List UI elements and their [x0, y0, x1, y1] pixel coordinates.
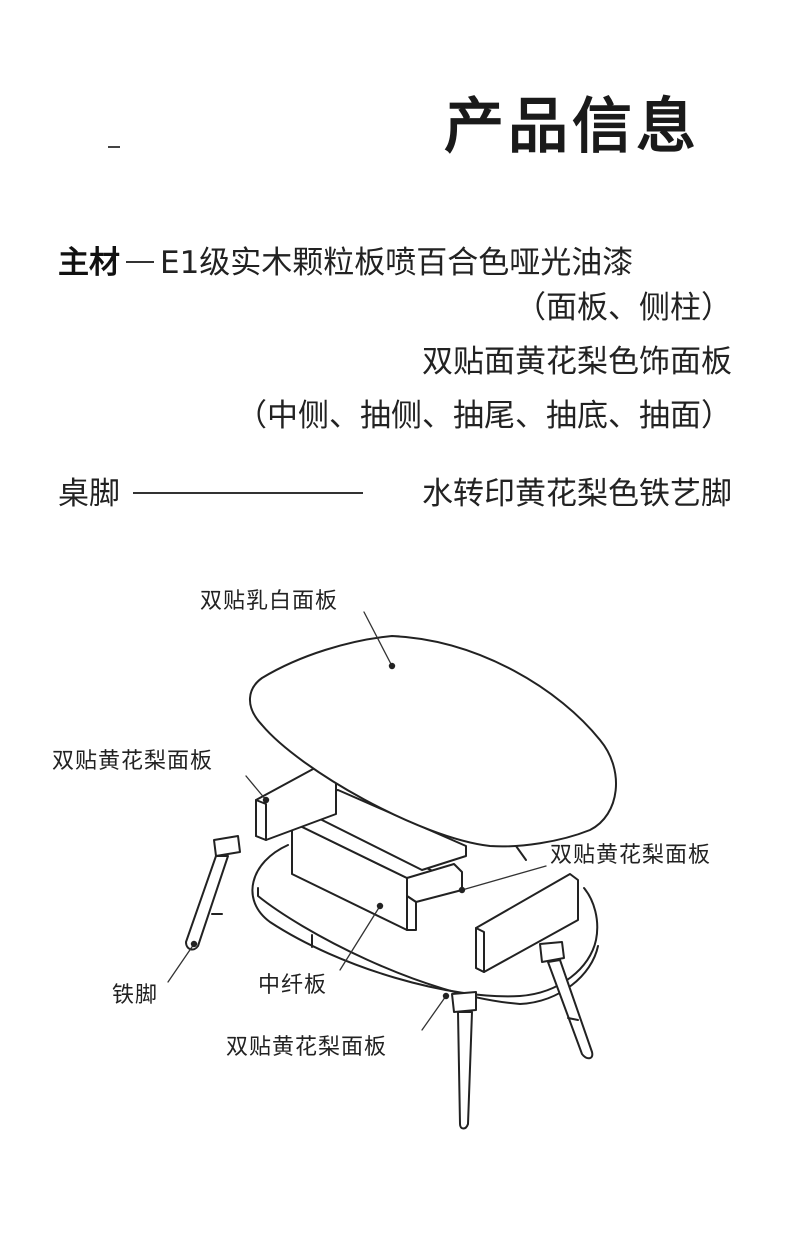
iron-leg-left	[185, 855, 229, 951]
marker-iron-leg	[190, 940, 198, 948]
iron-leg-right	[547, 959, 594, 1060]
right-side-panel-face	[475, 927, 485, 973]
leader-right-panel	[461, 865, 547, 891]
marker-mdf	[376, 902, 384, 910]
iron-leg-left-bracket	[213, 835, 241, 857]
spec-legs-label: 桌脚	[58, 476, 120, 512]
callout-top-panel: 双贴乳白面板	[200, 589, 339, 614]
table-top-panel	[249, 635, 617, 848]
left-side-panel-face	[255, 799, 267, 841]
page-title: 产品信息	[444, 92, 700, 162]
iron-leg-front-bracket	[451, 991, 477, 1013]
callout-iron-leg: 铁脚	[112, 983, 159, 1008]
leader-top-panel	[363, 611, 393, 667]
spec-material-line3: 双贴面黄花梨色饰面板	[422, 344, 732, 380]
spec-material-dash	[126, 260, 154, 263]
spec-material-line2: （面板、侧柱）	[515, 290, 732, 326]
leader-iron-leg	[167, 943, 195, 983]
leader-bottom-panel	[421, 995, 447, 1031]
leader-left-panel	[245, 775, 267, 801]
iron-leg-right-brace	[567, 1017, 579, 1021]
title-dash-decoration	[108, 146, 120, 148]
callout-bottom-panel: 双贴黄花梨面板	[226, 1035, 388, 1060]
callout-mdf: 中纤板	[258, 973, 328, 998]
drawer-body	[406, 895, 417, 931]
spec-material-line1: E1级实木颗粒板喷百合色哑光油漆	[160, 245, 634, 281]
iron-leg-right-bracket	[539, 941, 565, 963]
spec-material-label: 主材	[58, 245, 120, 281]
callout-left-panel: 双贴黄花梨面板	[52, 749, 214, 774]
spec-legs-leader	[133, 492, 363, 494]
table-top-post	[515, 845, 527, 861]
marker-left-panel	[262, 796, 270, 804]
leader-mdf	[339, 905, 381, 971]
callout-right-panel: 双贴黄花梨面板	[550, 843, 712, 868]
iron-leg-front	[457, 1011, 473, 1130]
spec-material-line4: （中侧、抽侧、抽尾、抽底、抽面）	[236, 398, 732, 434]
marker-bottom-panel	[442, 992, 450, 1000]
marker-right-panel	[458, 886, 466, 894]
spec-material-row: 主材 E1级实木颗粒板喷百合色哑光油漆	[58, 243, 633, 283]
marker-top-panel	[388, 662, 396, 670]
spec-legs-value: 水转印黄花梨色铁艺脚	[422, 476, 732, 512]
